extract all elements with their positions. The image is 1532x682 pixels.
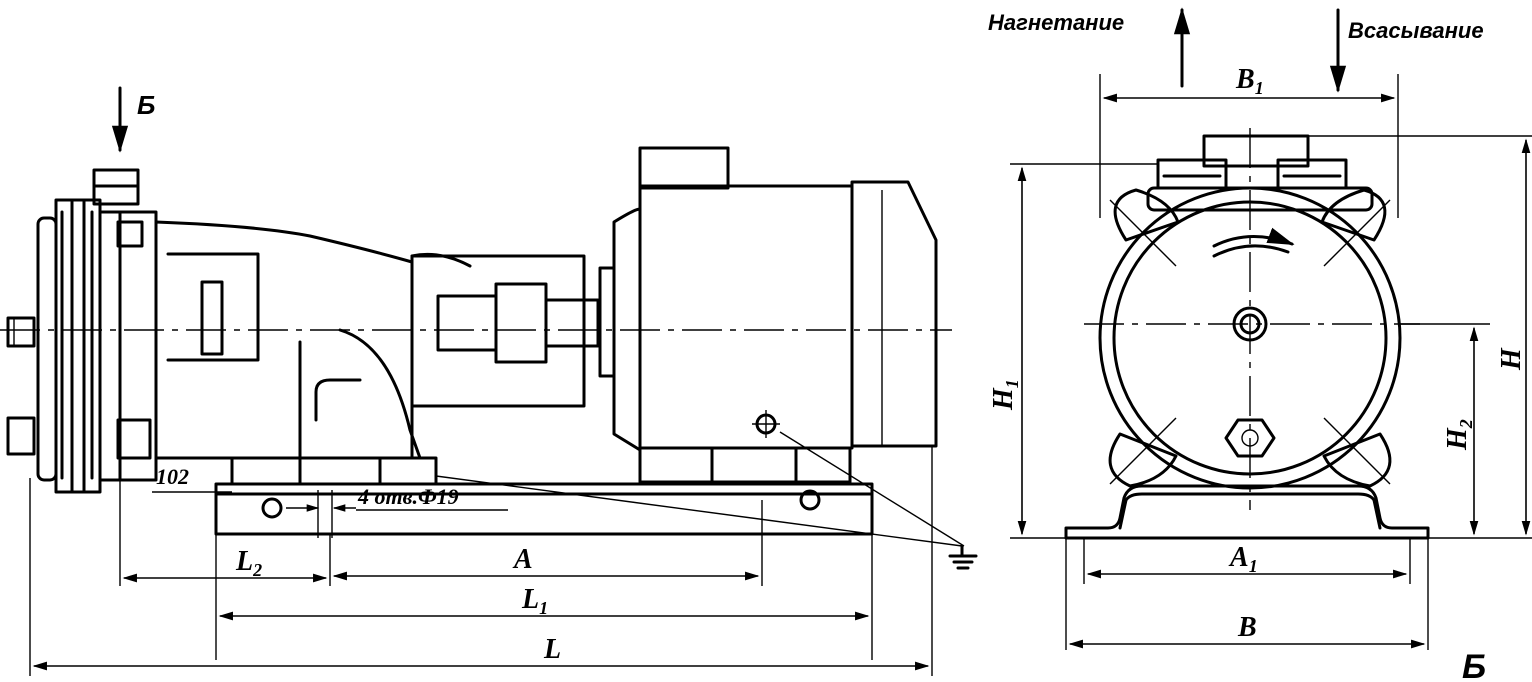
note-holes: 4 отв.Ф19 (357, 484, 459, 509)
dim-h2: H2 (1442, 419, 1476, 451)
electric-motor (612, 146, 938, 484)
dim-l2: L2 (235, 546, 262, 580)
pump-head (6, 168, 158, 494)
suction-label: Всасывание (1348, 18, 1484, 43)
flow-arrows: Нагнетание Всасывание (988, 7, 1484, 93)
ground-symbol (435, 431, 978, 570)
base-frame (214, 482, 874, 536)
base-feet (1064, 484, 1430, 540)
side-view: Б (0, 86, 978, 676)
nozzles (1146, 134, 1374, 212)
dim-h: H (1496, 347, 1527, 371)
dim-b: B (1237, 612, 1257, 643)
note-102: 102 (156, 464, 189, 489)
discharge-label: Нагнетание (988, 10, 1124, 35)
dim-b1: B1 (1235, 64, 1264, 98)
dim-a1: A1 (1228, 542, 1258, 576)
coupling (410, 252, 616, 408)
notes: 102 4 отв.Ф19 (152, 464, 508, 538)
front-view: Нагнетание Всасывание (988, 7, 1532, 682)
dim-h1: H1 (988, 379, 1022, 411)
dimension-lines (32, 571, 930, 671)
bearing-bracket (154, 220, 438, 486)
front-dimension-lines (1017, 93, 1531, 649)
view-arrow-b: Б (111, 86, 155, 153)
extension-lines (29, 212, 933, 676)
dim-l1: L1 (521, 584, 548, 618)
view-caption: Б (1462, 648, 1486, 682)
front-extension-lines (1010, 74, 1532, 650)
dim-a: A (512, 544, 533, 575)
dim-l: L (543, 634, 561, 665)
view-marker-label: Б (137, 90, 155, 120)
